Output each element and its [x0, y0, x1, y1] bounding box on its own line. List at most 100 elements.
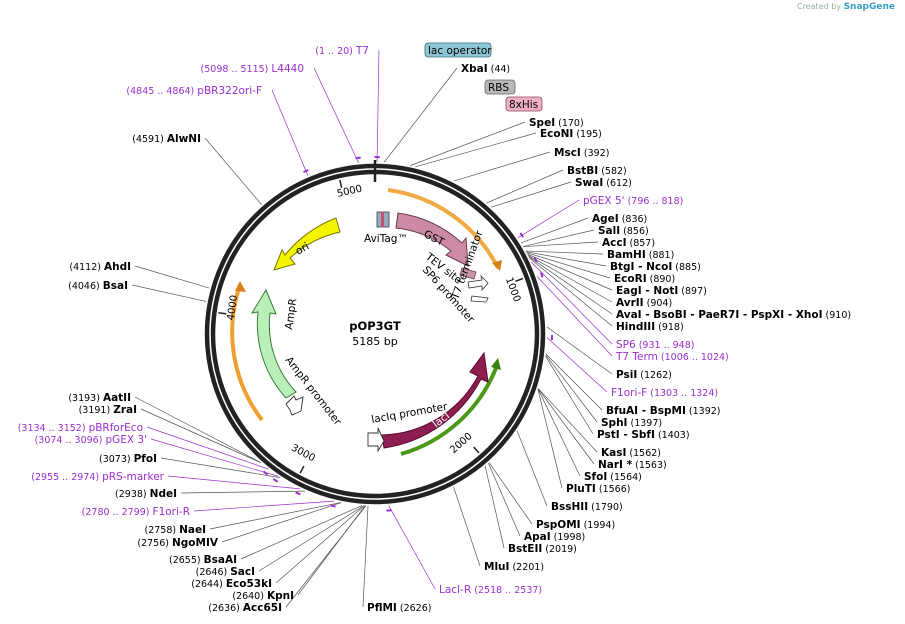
primer-position: (2955 .. 2974) [31, 472, 102, 483]
boxed-feature-lac-operator: lac operator [424, 42, 492, 58]
enzyme-leader-23 [537, 389, 563, 489]
enzyme-position: (2938) [115, 489, 150, 500]
primer-leader-11 [388, 505, 436, 590]
enzyme-name: PfoI [134, 453, 157, 465]
enzyme-name: XbaI [461, 63, 488, 75]
enzyme-leader-8 [523, 241, 599, 248]
enzyme-name: AvrII [616, 297, 644, 309]
enzyme-leader-12 [527, 253, 613, 291]
enzyme-label-29: PflMI (2626) [367, 602, 431, 614]
enzyme-label-1: SpeI (170) [529, 117, 584, 129]
primer-name: F1ori-R [153, 506, 190, 518]
enzyme-label-20: KasI (1562) [601, 447, 661, 459]
primer-label-6: F1ori-F (1303 .. 1324) [611, 387, 718, 399]
primer-name: SP6 [616, 339, 636, 351]
primer-name: T7 Term [615, 351, 658, 363]
enzyme-name: MscI [554, 147, 581, 159]
primer-mark-10 [330, 504, 336, 508]
enzyme-leader-25 [488, 462, 533, 525]
primer-position: (5098 .. 5115) [201, 64, 272, 75]
enzyme-position: (170) [555, 118, 584, 129]
enzyme-name: SalI [598, 225, 620, 237]
enzyme-position: (1566) [596, 484, 631, 495]
tev-site-mark [459, 267, 477, 280]
enzyme-name: KpnI [267, 590, 294, 602]
enzyme-name: AatII [103, 392, 131, 404]
primer-mark-5 [539, 272, 544, 278]
ori-label: ori [294, 240, 312, 257]
enzyme-name: AccI [602, 237, 626, 249]
primer-leader-9 [167, 475, 301, 490]
enzyme-leader-14 [528, 256, 613, 315]
enzyme-leader-28 [453, 486, 481, 567]
primer-leader-3 [517, 199, 580, 239]
enzyme-name: Acc65I [243, 602, 282, 614]
enzyme-label-0: XbaI (44) [461, 63, 510, 75]
enzyme-label-41: (4046) BsaI [68, 280, 128, 292]
enzyme-label-35: (2756) NgoMIV [137, 537, 218, 549]
enzyme-position: (2644) [191, 579, 226, 590]
enzyme-name: AgeI [592, 213, 619, 225]
enzyme-label-5: SwaI (612) [575, 177, 632, 189]
primer-label-8: (3074 .. 3096) pGEX 3' [35, 434, 147, 446]
enzyme-position: (2201) [509, 562, 544, 573]
enzyme-leader-16 [546, 326, 613, 375]
enzyme-leader-1 [410, 121, 526, 166]
enzyme-name: BstEII [508, 543, 542, 555]
enzyme-label-32: (2644) Eco53kI [191, 578, 272, 590]
enzyme-position: (2646) [196, 567, 231, 578]
enzyme-position: (3073) [99, 454, 134, 465]
enzyme-name: AlwNI [167, 133, 201, 145]
primer-leader-6 [546, 337, 608, 393]
ampr-arrow [251, 288, 297, 399]
ring-tick-1000 [515, 277, 524, 283]
primer-label-0: (1 .. 20) T7 [315, 45, 369, 57]
enzyme-name: AvaI - BsoBI - PaeR7I - PspXI - XhoI [616, 309, 823, 321]
enzyme-name: SwaI [575, 177, 603, 189]
enzyme-position: (836) [619, 214, 648, 225]
enzyme-leader-22 [537, 388, 581, 477]
enzyme-name: ApaI [524, 531, 551, 543]
enzyme-label-7: SalI (856) [598, 225, 649, 237]
primer-name: L4440 [271, 63, 304, 75]
primer-name: F1ori-F [611, 387, 647, 399]
lac-operator-label: lac operator [428, 45, 492, 57]
snapgene-watermark: Created by SnapGene [797, 2, 895, 12]
enzyme-position: (1790) [588, 502, 623, 513]
enzyme-name: SacI [230, 566, 255, 578]
enzyme-name: HindIII [616, 321, 655, 333]
enzyme-position: (4112) [69, 262, 104, 273]
primer-position: (3074 .. 3096) [35, 435, 106, 446]
enzyme-leader-3 [453, 151, 551, 182]
enzyme-leader-35 [221, 502, 342, 543]
laci-arrow [381, 351, 489, 449]
enzyme-label-43: (4591) AlwNI [132, 133, 201, 145]
enzyme-label-19: PstI - SbfI (1403) [597, 429, 690, 441]
leader-lines [131, 49, 613, 608]
primer-label-3: pGEX 5' (796 .. 818) [583, 195, 683, 207]
enzyme-leader-2 [415, 132, 537, 168]
enzyme-label-11: EcoRI (890) [614, 273, 675, 285]
ring-tick-label-5000: 5000 [336, 184, 363, 200]
enzyme-name: EagI - NotI [616, 285, 678, 297]
enzyme-position: (44) [488, 64, 511, 75]
enzyme-leader-4 [486, 169, 564, 204]
enzyme-leader-21 [537, 388, 595, 465]
enzyme-leader-0 [383, 67, 458, 163]
enzyme-position: (856) [620, 226, 649, 237]
enzyme-label-2: EcoNI (195) [540, 128, 602, 140]
enzyme-label-3: MscI (392) [554, 147, 609, 159]
enzyme-position: (1564) [607, 472, 642, 483]
primer-label-7: (3134 .. 3152) pBRforEco [18, 422, 143, 434]
ring-tick-2000 [473, 446, 480, 454]
primer-mark-7 [262, 470, 269, 476]
enzyme-position: (1392) [686, 406, 721, 417]
enzyme-label-34: (2655) BsaAI [169, 554, 237, 566]
enzyme-label-36: (2758) NaeI [144, 524, 206, 536]
enzyme-name: PspOMI [536, 519, 581, 531]
primer-label-1: (5098 .. 5115) L4440 [201, 63, 304, 75]
enzyme-label-8: AccI (857) [602, 237, 655, 249]
enzyme-leader-5 [491, 181, 572, 208]
enzyme-position: (881) [646, 250, 675, 261]
enzyme-label-17: BfuAI - BspMI (1392) [606, 405, 720, 417]
